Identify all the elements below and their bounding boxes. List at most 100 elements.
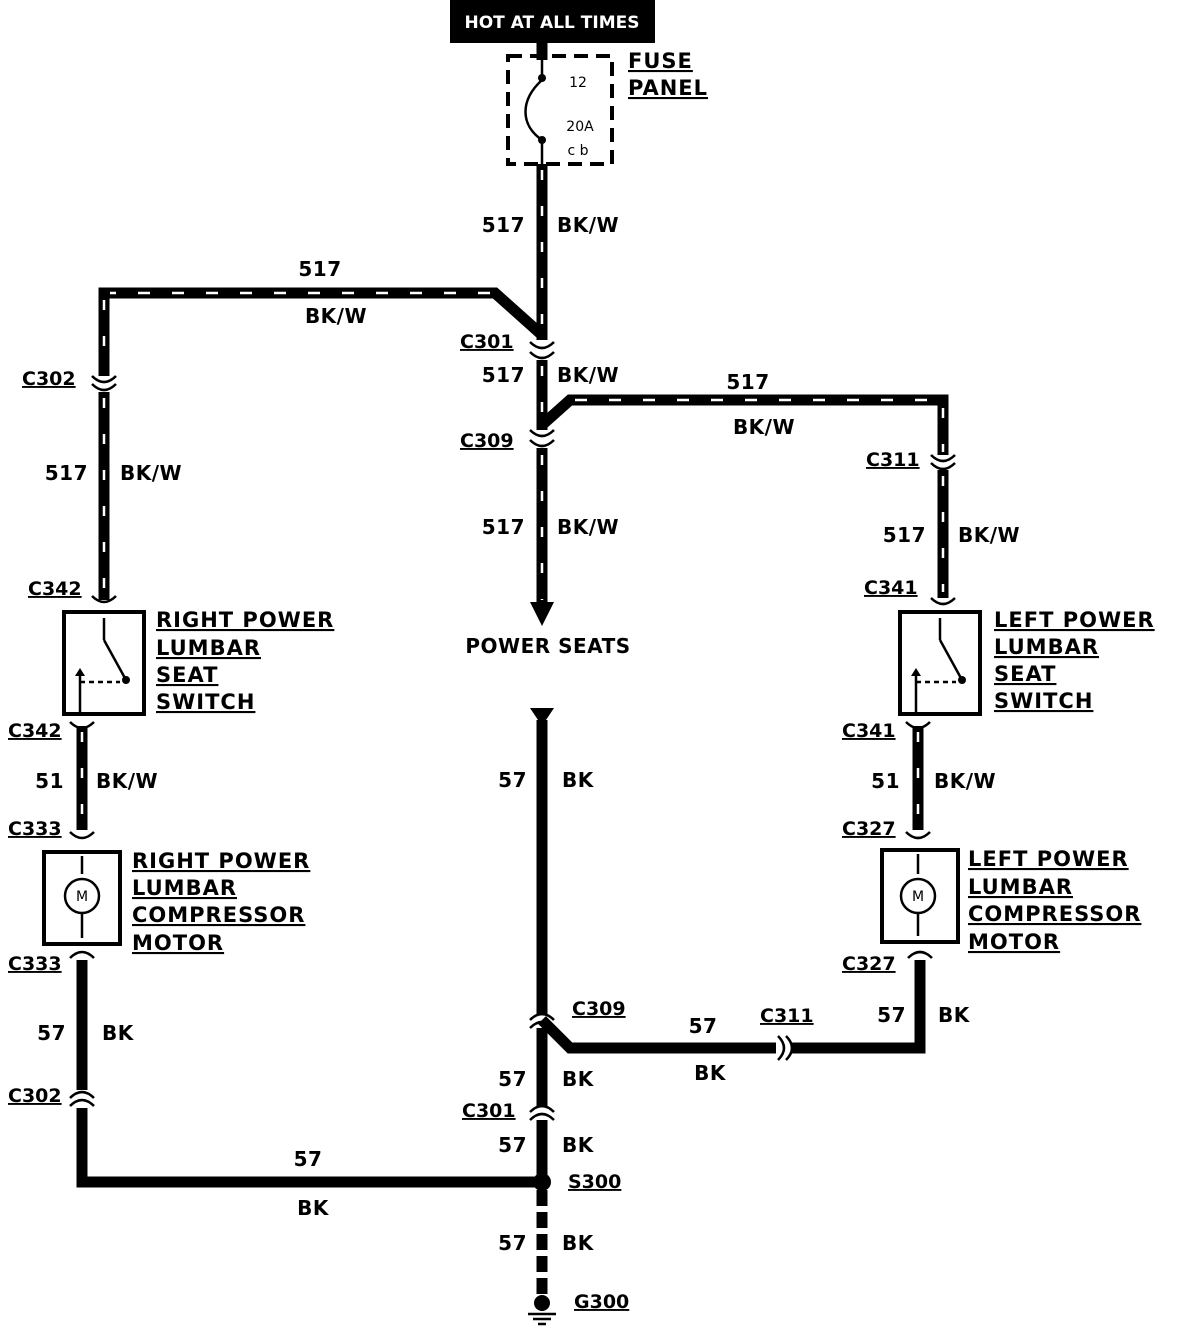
s300-label: S300 (568, 1171, 621, 1193)
wire-517-right-switch-color: BK/W (120, 461, 182, 485)
wire-517-left-switch-num: 517 (883, 523, 926, 547)
wire-57-power-seats-num: 57 (498, 768, 527, 792)
c341-label-bottom: C341 (842, 720, 896, 742)
left-motor-symbol: M (912, 889, 924, 905)
c333-connector-icon-bottom (69, 950, 95, 959)
wire-57-left-motor-num: 57 (877, 1003, 906, 1027)
right-switch-label-2: LUMBAR (156, 636, 261, 660)
c333-label-top: C333 (8, 818, 62, 840)
wire-517-left-branch-num: 517 (298, 257, 341, 281)
c333-connector-icon-top (69, 831, 95, 840)
fuse-rating: 20A (566, 119, 594, 135)
wire-51-left-num: 51 (871, 769, 900, 793)
c311-connector-icon-top (930, 454, 956, 471)
wire-51-left-color: BK/W (934, 769, 996, 793)
arrow-to-power-seats-icon (530, 602, 554, 626)
power-banner (450, 0, 655, 43)
c301-label-top: C301 (460, 331, 514, 353)
left-motor-label-1: LEFT POWER (968, 847, 1129, 871)
fuse-type: c b (567, 143, 588, 159)
right-motor-symbol: M (76, 889, 88, 905)
c327-connector-icon-bottom (907, 950, 933, 959)
wire-57-right-ground-color: BK (297, 1196, 330, 1220)
fuse-terminal-top (538, 74, 546, 82)
wire-57-c309-to-c311 (538, 1016, 776, 1054)
right-switch-label-3: SEAT (156, 663, 218, 687)
fuse-panel-title-1: FUSE (628, 49, 693, 73)
c301-label-bottom: C301 (462, 1100, 516, 1122)
right-switch-label-1: RIGHT POWER (156, 608, 334, 632)
left-switch-label-1: LEFT POWER (994, 608, 1155, 632)
fuse-terminal-bottom (538, 136, 546, 144)
wire-517-trunk-color: BK/W (557, 213, 619, 237)
wire-57-left-motor (792, 960, 926, 1054)
right-switch-pivot-icon (122, 676, 130, 684)
c342-label-bottom: C342 (8, 720, 62, 742)
c302-connector-icon-bottom (69, 1090, 95, 1107)
right-motor-label-4: MOTOR (132, 931, 224, 955)
right-switch-label-4: SWITCH (156, 690, 255, 714)
wire-517-power-seats-color: BK/W (557, 515, 619, 539)
c309-connector-icon-bottom (529, 1012, 555, 1029)
splice-s300-icon (533, 1173, 551, 1191)
left-switch-label-4: SWITCH (994, 689, 1093, 713)
wire-517-mid-color: BK/W (557, 363, 619, 387)
wire-517-mid-num: 517 (482, 363, 525, 387)
wire-517-left-switch-color: BK/W (958, 523, 1020, 547)
c302-connector-icon-top (91, 375, 117, 392)
c341-connector-icon-top (930, 597, 956, 606)
left-motor-label-3: COMPRESSOR (968, 902, 1141, 926)
wire-57-c301-num: 57 (498, 1133, 527, 1157)
g300-label: G300 (574, 1291, 629, 1313)
c342-label-top: C342 (28, 578, 82, 600)
wire-51-right-num: 51 (35, 769, 64, 793)
c302-label-bottom: C302 (8, 1085, 62, 1107)
wire-57-c311-color: BK (694, 1061, 727, 1085)
right-motor-icon (63, 877, 101, 915)
c309-label-bottom: C309 (572, 998, 626, 1020)
left-switch-pivot-icon (958, 676, 966, 684)
power-banner-text: HOT AT ALL TIMES (465, 13, 640, 33)
arrow-from-power-seats-icon (530, 708, 554, 726)
fuse-element-icon (524, 79, 543, 142)
power-seats-label: POWER SEATS (465, 634, 630, 658)
ground-g300-dot-icon (534, 1295, 550, 1311)
c301-connector-icon (529, 341, 555, 360)
left-switch-lever-icon (938, 639, 964, 681)
c301-connector-icon-bottom (529, 1104, 555, 1121)
wire-51-right-color: BK/W (96, 769, 158, 793)
left-motor-label-4: MOTOR (968, 930, 1060, 954)
c341-label-top: C341 (864, 577, 918, 599)
c309-label-top: C309 (460, 430, 514, 452)
c302-label-top: C302 (22, 368, 76, 390)
wire-517-trunk-num: 517 (482, 213, 525, 237)
wire-517-right-branch-num: 517 (726, 370, 769, 394)
c327-connector-icon-top (905, 831, 931, 840)
c309-connector-icon (529, 429, 555, 448)
wire-517-right-branch-color: BK/W (733, 415, 795, 439)
wire-517-left-branch (98, 287, 546, 376)
wire-57-right-motor-num: 57 (37, 1021, 66, 1045)
wire-57-right-ground (76, 1108, 542, 1188)
wire-517-left-branch-color: BK/W (305, 304, 367, 328)
wire-57-right-ground-num: 57 (294, 1147, 323, 1171)
c342-connector-icon-top (91, 595, 117, 604)
right-motor-label-3: COMPRESSOR (132, 903, 305, 927)
fuse-number: 12 (569, 75, 587, 91)
right-switch-arrowhead-icon (75, 668, 85, 676)
fuse-panel-title-2: PANEL (628, 76, 708, 100)
wire-517-power-seats-num: 517 (482, 515, 525, 539)
left-switch-arrowhead-icon (911, 668, 921, 676)
wire-57-c311-num: 57 (689, 1014, 718, 1038)
wire-57-c309-color: BK (562, 1067, 595, 1091)
left-motor-icon (899, 877, 937, 915)
c311-label-top: C311 (866, 449, 920, 471)
c311-connector-icon-bottom (777, 1035, 794, 1061)
fuse-panel-outline (506, 54, 614, 166)
right-motor-label-2: LUMBAR (132, 876, 237, 900)
left-lumbar-motor-box (880, 848, 960, 944)
wire-57-ground-num: 57 (498, 1231, 527, 1255)
wire-57-ground-color: BK (562, 1231, 595, 1255)
wire-57-right-motor-color: BK (102, 1021, 135, 1045)
